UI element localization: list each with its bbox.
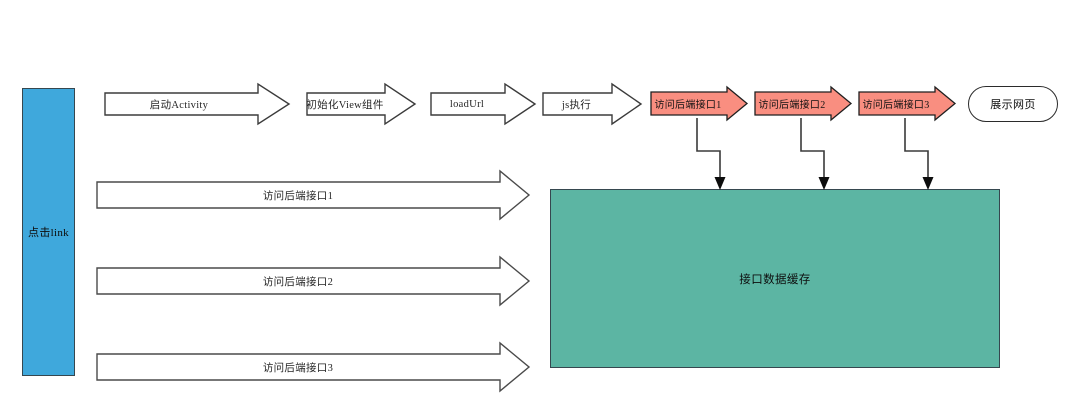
long-arrow-backend-3[interactable]: 访问后端接口3 xyxy=(96,341,531,393)
api-arrow-backend-3[interactable]: 访问后端接口3 xyxy=(858,85,957,122)
api-arrow-backend-1[interactable]: 访问后端接口1 xyxy=(650,85,749,122)
connector-api2-to-cache xyxy=(794,118,844,193)
connector-api3-to-cache xyxy=(898,118,948,193)
connector-api1-to-cache xyxy=(690,118,740,193)
flow-arrow-js-execute[interactable]: js执行 xyxy=(542,82,643,126)
api-arrow-backend-2[interactable]: 访问后端接口2 xyxy=(754,85,853,122)
node-interface-data-cache[interactable]: 接口数据缓存 xyxy=(550,189,1000,368)
node-cache-label: 接口数据缓存 xyxy=(739,273,811,286)
node-show-webpage-label: 展示网页 xyxy=(990,99,1036,111)
flow-arrow-load-url[interactable]: loadUrl xyxy=(430,82,537,126)
node-show-webpage[interactable]: 展示网页 xyxy=(968,86,1058,122)
flow-arrow-init-view-component[interactable]: 初始化View组件 xyxy=(306,82,417,126)
flow-arrow-start-activity[interactable]: 启动Activity xyxy=(104,82,291,126)
node-start-label: 点击link xyxy=(28,227,69,239)
node-start-click-link[interactable]: 点击link xyxy=(22,88,75,376)
long-arrow-backend-2[interactable]: 访问后端接口2 xyxy=(96,255,531,307)
long-arrow-backend-1[interactable]: 访问后端接口1 xyxy=(96,169,531,221)
